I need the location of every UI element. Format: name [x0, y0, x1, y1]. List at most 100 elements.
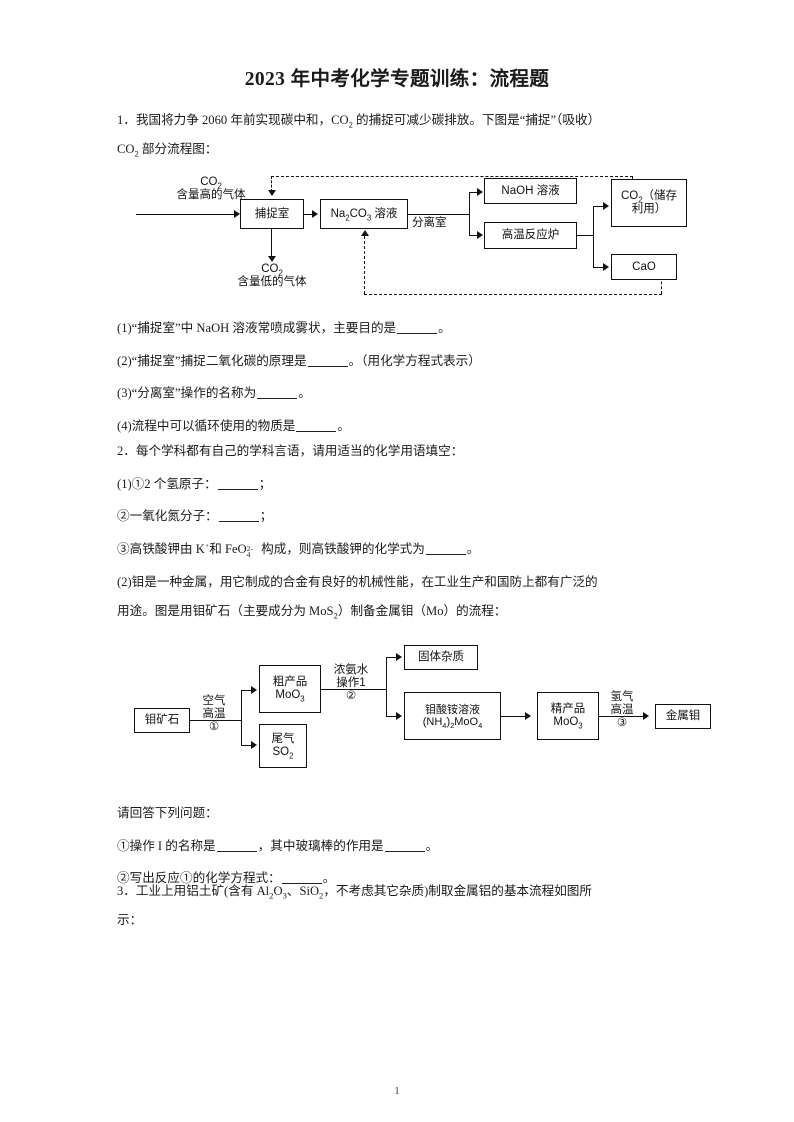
- q2-sub1-prefix: ①操作 I 的名称是: [117, 838, 216, 853]
- q3-sub1: 2: [269, 890, 274, 901]
- q3-sub2: 3: [282, 890, 287, 901]
- q1-sub-1: (1)“捕捉室”中 NaOH 溶液常喷成雾状，主要目的是。: [117, 321, 683, 337]
- capture-to-na2co3-line: [304, 214, 313, 216]
- co2-storage-sub: 2: [638, 195, 643, 205]
- q2-sub2-prefix: ②写出反应①的化学方程式：: [117, 871, 281, 886]
- cao-recycle-arrowhead: [360, 230, 369, 236]
- q1-sub4-prefix: (4)流程中可以循环使用的物质是: [117, 419, 296, 434]
- question-1-stem: 1．我国将力争 2060 年前实现碳中和，CO2 的捕捉可减少碳排放。下图是“捕…: [117, 113, 683, 158]
- q3-line-1: 3．工业上用铝土矿(含有 Al2O3、SiO2，不考虑其它杂质)制取金属铝的基本…: [117, 884, 683, 900]
- tailgas-formula: SO: [272, 746, 290, 758]
- ore-out-line: [190, 720, 242, 722]
- to-co2-storage-arrowhead: [603, 202, 609, 210]
- box-molybdenum-ore: 钼矿石: [134, 708, 190, 733]
- q3-a: 3．工业上用铝土矿(含有 Al: [117, 884, 270, 898]
- tailgas-sub: 2: [289, 751, 294, 761]
- q2-item2-blank[interactable]: [218, 521, 259, 523]
- q1-sub3-blank[interactable]: [257, 398, 298, 400]
- fine-to-metal-arrowhead: [643, 712, 649, 720]
- box-fine-product: 精产品 MoO3: [537, 692, 599, 740]
- naoh-recycle-top: [271, 176, 633, 177]
- q3-d: ，不考虑其它杂质)制取金属铝的基本流程如图所: [323, 884, 592, 898]
- fine-sub: 3: [578, 721, 583, 731]
- molybdenum-diagram: 钼矿石 空气 高温 ① 粗产品 MoO3 尾气 SO2: [128, 645, 711, 788]
- q1-sub-2: (2)“捕捉室”捕捉二氧化碳的原理是。（用化学方程式表示）: [117, 354, 683, 370]
- na2co3-c: 溶液: [371, 207, 398, 220]
- inlet-label-text: 含量高的气体: [176, 189, 246, 202]
- q2-sub1-blank-a[interactable]: [216, 850, 257, 852]
- to-crude-arrowhead: [251, 686, 257, 694]
- crude-sub: 3: [300, 694, 305, 704]
- crude-formula: MoO: [275, 689, 301, 701]
- q2-item1-suffix: ；: [258, 476, 272, 491]
- q1-stem2-text-b: 部分流程图：: [138, 141, 218, 156]
- inlet-gas-label: CO2 含量高的气体: [136, 176, 286, 202]
- q1-stem2-text-a: CO: [117, 141, 135, 156]
- to-cao-arrowhead: [603, 263, 609, 271]
- box-metal-molybdenum: 金属钼: [655, 704, 711, 729]
- to-naoh-line: [469, 192, 479, 194]
- co2-storage-formula: CO: [620, 190, 639, 203]
- fine-line1: 精产品: [550, 703, 586, 716]
- na2co3-b: CO: [349, 207, 367, 220]
- ammonium-sub3: 4: [478, 721, 483, 731]
- tailgas-line1: 尾气: [271, 733, 295, 746]
- capture-to-na2co3-arrowhead: [312, 210, 318, 218]
- step2-line2: 操作1: [336, 677, 366, 690]
- step2-line1: 浓氨水: [333, 664, 369, 676]
- q2-sub1-blank-b[interactable]: [384, 850, 425, 852]
- to-furnace-line: [469, 235, 479, 237]
- q2-sub2-blank[interactable]: [281, 883, 322, 885]
- box-ammonium-molybdate: 钼酸铵溶液 (NH4)2MoO4: [404, 692, 501, 740]
- step1-line3: ①: [208, 721, 220, 734]
- q2-part2-line-2: 用途。图是用钼矿石（主要成分为 MoS2）制备金属钼（Mo）的流程：: [117, 604, 683, 620]
- page-title: 2023 年中考化学专题训练：流程题: [244, 69, 550, 90]
- page-number: 1: [394, 1086, 400, 1097]
- furnace-out-line: [577, 235, 594, 237]
- question-1-subquestions: (1)“捕捉室”中 NaOH 溶液常喷成雾状，主要目的是。 (2)“捕捉室”捕捉…: [117, 321, 683, 435]
- q2-item2-suffix: ；: [259, 509, 273, 524]
- outlet-label-text: 含量低的气体: [237, 276, 307, 289]
- cao-label: CaO: [632, 260, 656, 273]
- q1-sub2-suffix: 。（用化学方程式表示）: [348, 353, 481, 368]
- q1-sub1-blank[interactable]: [397, 333, 438, 334]
- cao-recycle-bottom: [364, 294, 662, 295]
- separation-split-vertical: [469, 192, 471, 236]
- capture-room-label: 捕捉室: [254, 207, 290, 220]
- q2-item3-blank[interactable]: [425, 554, 466, 556]
- to-impurity-arrowhead: [396, 653, 402, 661]
- box-high-temp-furnace: 高温反应炉: [484, 222, 577, 249]
- box-solid-impurity: 固体杂质: [404, 645, 478, 670]
- q1-stem-line-2: CO2 部分流程图：: [117, 142, 683, 158]
- co2-storage-paren: （储存: [642, 190, 678, 203]
- q1-sub3-prefix: (3)“分离室”操作的名称为: [117, 386, 257, 401]
- q2-part2-b: ）制备金属钼（Mo）的流程：: [337, 603, 507, 618]
- q2-item3-b: 和 FeO: [209, 542, 247, 557]
- co2-storage-line1: CO2（储存: [620, 190, 678, 205]
- to-tailgas-line: [241, 745, 253, 747]
- solid-impurity-label: 固体杂质: [418, 651, 464, 664]
- q1-sub-3: (3)“分离室”操作的名称为。: [117, 386, 683, 402]
- crude-line2: MoO3: [275, 689, 305, 704]
- box-tail-gas: 尾气 SO2: [259, 724, 307, 768]
- q2-item1-blank[interactable]: [217, 488, 258, 490]
- question-3-stem: 3．工业上用铝土矿(含有 Al2O3、SiO2，不考虑其它杂质)制取金属铝的基本…: [117, 884, 683, 928]
- q1-sub4-blank[interactable]: [296, 431, 337, 433]
- naoh-recycle-arrowhead: [267, 190, 276, 196]
- q2-part2-sub: 2: [333, 610, 338, 621]
- q2-sub1-suffix: 。: [425, 838, 439, 853]
- q1-stem-text-b: 的捕捉可减少碳排放。下图是“捕捉”（吸收）: [352, 113, 601, 127]
- ammonium-sub2: 2: [450, 721, 455, 731]
- q1-sub2-blank[interactable]: [307, 365, 348, 367]
- box-naoh-solution: NaOH 溶液: [484, 178, 577, 204]
- q2-stem: 2．每个学科都有自己的学科言语，请用适当的化学用语填空：: [117, 444, 464, 458]
- outlet-gas-label: CO2 含量低的气体: [196, 263, 348, 289]
- step1-condition-label: 空气 高温 ①: [194, 695, 234, 735]
- capture-outlet-line: [271, 229, 273, 258]
- ammonium-to-fine-line: [501, 716, 527, 718]
- separation-room-label: 分离室: [412, 217, 447, 230]
- q2-part2-a: 用途。图是用钼矿石（主要成分为 MoS: [117, 603, 334, 618]
- question-2-subquestions: 请回答下列问题： ①操作 I 的名称是，其中玻璃棒的作用是。 ②写出反应①的化学…: [117, 806, 683, 887]
